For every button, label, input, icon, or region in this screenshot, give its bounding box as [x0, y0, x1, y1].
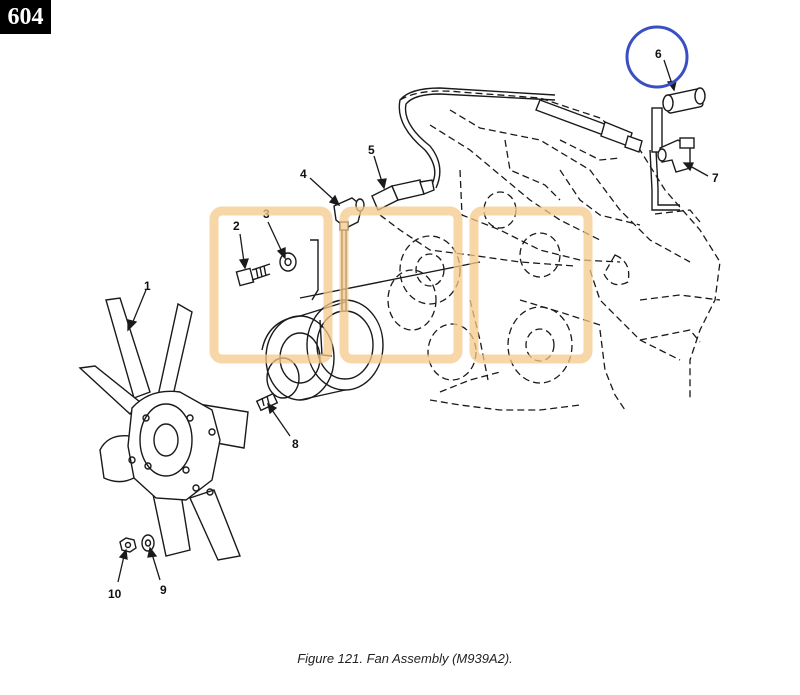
fan-assembly-diagram: 1 2 3 4 5 6 7 8 9 10	[78, 25, 721, 601]
part-1-fan	[78, 297, 249, 561]
callout-7: 7	[712, 171, 719, 185]
part-9-washer	[141, 534, 155, 552]
hose-routing	[398, 87, 680, 211]
page-number-badge: 604	[0, 0, 51, 34]
fan-clutch-pulley	[261, 299, 384, 401]
part-7-elbow-fitting	[657, 137, 695, 173]
flexible-hose	[535, 99, 643, 153]
highlight-circle-item-6	[625, 25, 689, 89]
watermark	[209, 206, 593, 364]
figure-caption: Figure 121. Fan Assembly (M939A2).	[297, 651, 513, 666]
callout-2: 2	[233, 219, 240, 233]
part-5-adapter	[371, 179, 435, 211]
part-10-nut	[119, 537, 137, 553]
callout-5: 5	[368, 143, 375, 157]
callout-10: 10	[108, 587, 122, 601]
callout-9: 9	[160, 583, 167, 597]
part-2-bolt	[235, 263, 271, 287]
callout-8: 8	[292, 437, 299, 451]
callout-1: 1	[144, 279, 151, 293]
callout-6: 6	[655, 47, 662, 61]
callout-4: 4	[300, 167, 307, 181]
leader-arrows	[117, 59, 709, 583]
part-6-tee-fitting	[651, 87, 706, 153]
